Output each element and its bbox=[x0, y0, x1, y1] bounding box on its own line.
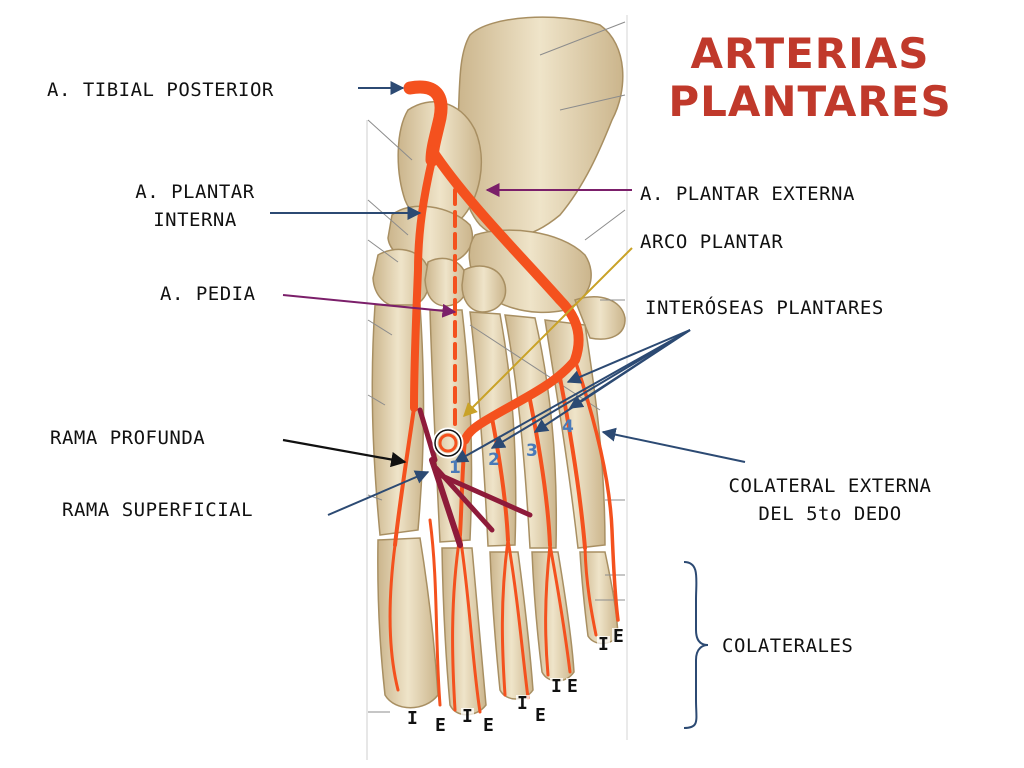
title: ARTERIAS PLANTARES bbox=[630, 30, 990, 126]
label-colateral-externa-line-2: DEL 5to DEDO bbox=[758, 503, 902, 525]
label-arco-plantar: ARCO PLANTAR bbox=[640, 231, 784, 253]
label-rama-profunda: RAMA PROFUNDA bbox=[50, 427, 206, 449]
toe-marker-external: E bbox=[566, 676, 579, 697]
pointer-colateral-externa bbox=[601, 427, 746, 463]
toe-marker-external: E bbox=[482, 715, 495, 736]
pointer-interoseas bbox=[453, 329, 691, 463]
pointer-pedia bbox=[282, 294, 457, 318]
superficial-branch bbox=[429, 457, 463, 548]
label-plantar-interna: A. PLANTAR INTERNA bbox=[105, 178, 285, 234]
toe-marker-external: E bbox=[434, 715, 447, 736]
lateral-plantar-artery bbox=[427, 145, 584, 365]
cuneiform-intermediate bbox=[424, 257, 468, 307]
toe-marker-internal: I bbox=[406, 708, 419, 729]
metatarsal-1 bbox=[371, 304, 425, 536]
label-colateral-externa: COLATERAL EXTERNA DEL 5to DEDO bbox=[680, 472, 980, 528]
metatarsal-artery-4 bbox=[558, 376, 587, 550]
toe-marker-external: E bbox=[534, 705, 547, 726]
pointer-rama-profunda bbox=[282, 438, 407, 468]
toe-marker-internal: I bbox=[550, 676, 563, 697]
toe-marker-internal: I bbox=[461, 706, 474, 727]
toe-marker-internal: I bbox=[597, 634, 610, 655]
pointer-arrows bbox=[270, 81, 746, 729]
lateral-collateral-5th bbox=[573, 358, 620, 622]
cuneiform-lateral bbox=[461, 265, 507, 313]
calcaneus-bone bbox=[456, 16, 624, 239]
medial-plantar-artery bbox=[410, 156, 436, 412]
metatarsal-artery-2 bbox=[490, 416, 510, 542]
interosseous-number-1: 1 bbox=[449, 458, 461, 478]
label-colateral-externa-line-1: COLATERAL EXTERNA bbox=[728, 475, 932, 497]
label-colaterales: COLATERALES bbox=[722, 635, 854, 657]
label-pedia: A. PEDIA bbox=[160, 283, 256, 305]
interosseous-number-2: 2 bbox=[488, 450, 500, 470]
colaterales-brace bbox=[683, 561, 709, 729]
label-plantar-interna-line-1: A. PLANTAR bbox=[135, 181, 255, 203]
pointer-rama-superficial bbox=[327, 470, 430, 516]
label-tibial-posterior: A. TIBIAL POSTERIOR bbox=[47, 79, 274, 101]
label-interoseas: INTERÓSEAS PLANTARES bbox=[645, 297, 884, 319]
plantar-arch bbox=[460, 355, 580, 445]
interosseous-number-3: 3 bbox=[526, 441, 538, 461]
title-line-2: PLANTARES bbox=[668, 77, 952, 126]
toe-marker-external: E bbox=[612, 626, 625, 647]
toe-marker-internal: I bbox=[516, 693, 529, 714]
pointer-arco-plantar bbox=[463, 247, 633, 417]
title-line-1: ARTERIAS bbox=[690, 29, 930, 78]
label-plantar-externa: A. PLANTAR EXTERNA bbox=[640, 183, 855, 205]
hallux-phalanx bbox=[377, 537, 439, 709]
label-rama-superficial: RAMA SUPERFICIAL bbox=[62, 499, 254, 521]
interosseous-number-4: 4 bbox=[562, 417, 574, 437]
label-plantar-interna-line-2: INTERNA bbox=[153, 209, 237, 231]
metatarsal-2 bbox=[429, 309, 473, 543]
